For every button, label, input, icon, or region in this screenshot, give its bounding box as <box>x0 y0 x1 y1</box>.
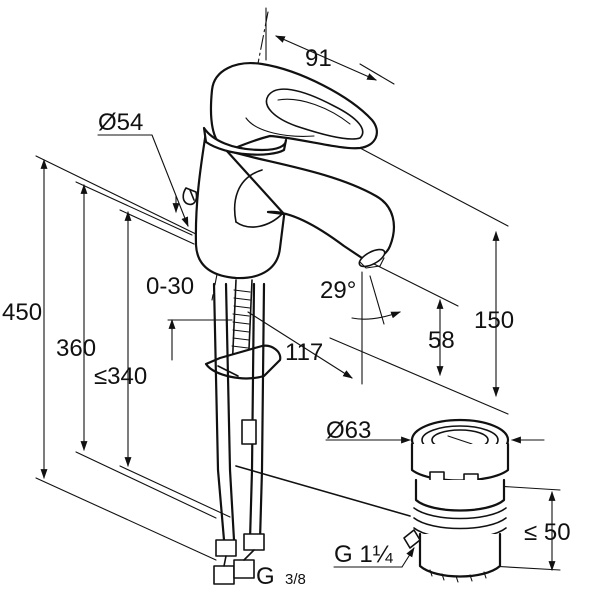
waste-valve <box>403 418 510 583</box>
label-hose-thread: G <box>256 563 275 590</box>
label-adjust-range: 0-30 <box>146 273 194 300</box>
label-angle: 29° <box>320 277 356 304</box>
label-spout-reach: 91 <box>305 45 332 72</box>
label-projection: 117 <box>285 339 323 366</box>
label-height-340: ≤340 <box>94 363 147 390</box>
tap-body <box>182 62 395 280</box>
label-spout-height: 58 <box>428 327 455 354</box>
label-outlet-height: 150 <box>474 307 514 334</box>
label-waste-thread: G 1¼ <box>334 541 394 568</box>
dimension-lines <box>35 7 561 571</box>
label-total-height: 450 <box>2 299 42 326</box>
label-hose-thread-fraction: 3/8 <box>285 571 306 588</box>
label-waste-diameter: Ø63 <box>326 417 371 444</box>
label-handle-diameter: Ø54 <box>98 109 143 136</box>
label-height-360: 360 <box>56 335 96 362</box>
label-waste-length: ≤ 50 <box>524 519 571 546</box>
mounting-assembly <box>204 279 282 585</box>
